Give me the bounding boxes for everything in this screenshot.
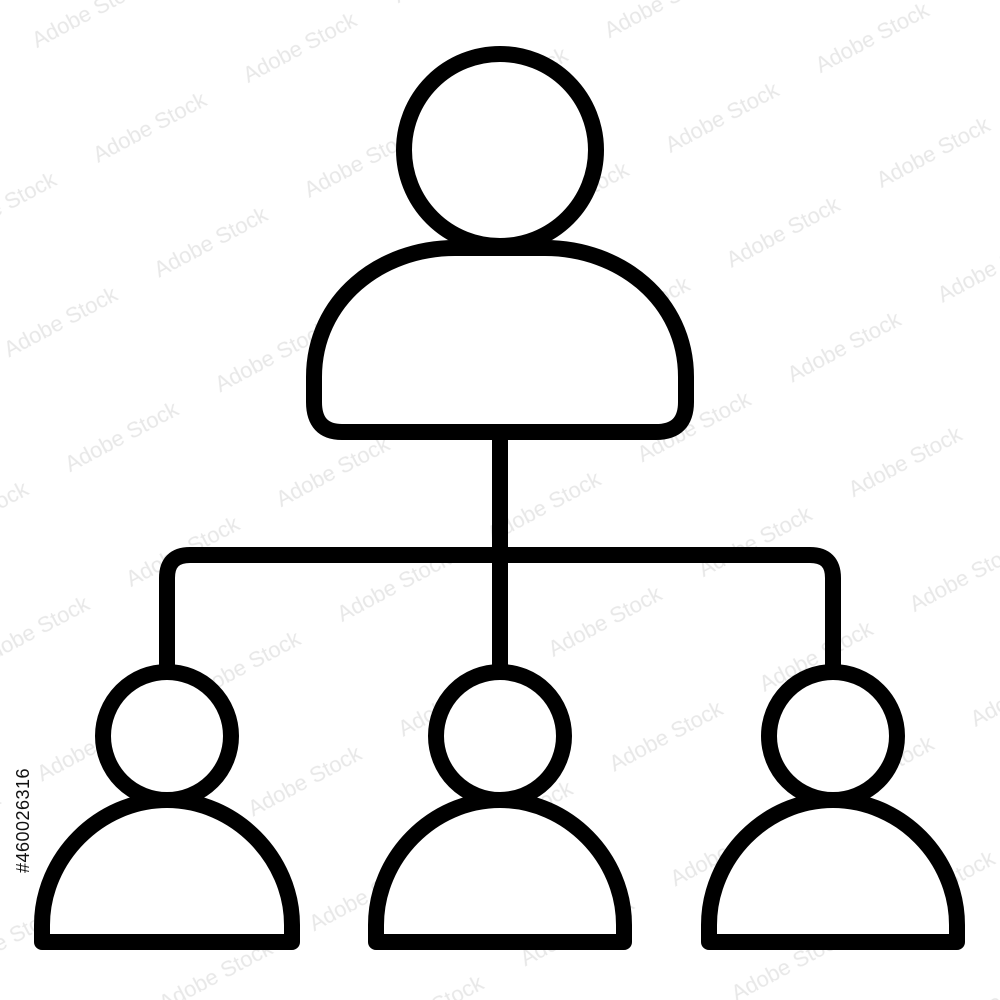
- member-right-person-icon: [701, 664, 965, 950]
- member-left-person-icon: [34, 664, 300, 950]
- member-right-body-icon: [701, 792, 965, 950]
- member-middle-person-icon: [368, 664, 632, 950]
- stock-id-label-container: #460026316: [8, 720, 40, 920]
- leader-body-icon: [306, 240, 694, 440]
- leader-person-icon: [306, 46, 694, 440]
- stock-id-label: #460026316: [13, 767, 34, 873]
- member-left-head-icon: [95, 664, 239, 808]
- connector-lines: [159, 424, 841, 680]
- member-right-head-icon: [761, 664, 905, 808]
- leader-head-icon: [396, 46, 604, 254]
- member-middle-head-icon: [428, 664, 572, 808]
- member-left-body-icon: [34, 792, 300, 950]
- member-middle-body-icon: [368, 792, 632, 950]
- branch-connector: [159, 547, 841, 680]
